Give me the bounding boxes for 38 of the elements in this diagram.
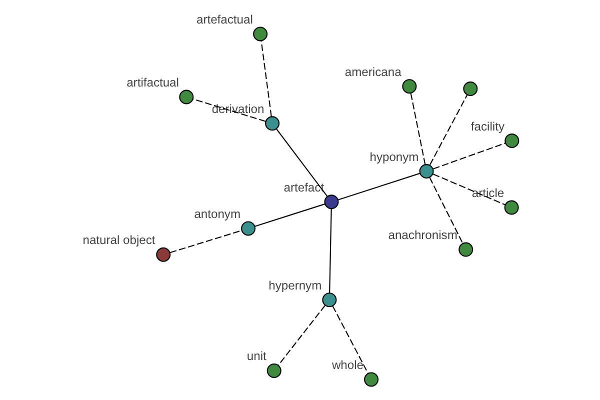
node-label: americana xyxy=(344,64,402,79)
node-circle xyxy=(463,82,478,96)
connector xyxy=(254,204,325,227)
node-circle xyxy=(156,247,171,262)
connector xyxy=(260,40,272,116)
node-label: facility xyxy=(470,119,504,134)
node-label: artifactual xyxy=(126,76,179,90)
node-circle xyxy=(322,292,337,308)
node-label: hypernym xyxy=(268,278,322,292)
node-circle xyxy=(458,242,474,257)
connector xyxy=(170,230,242,254)
node-label: artefactual xyxy=(196,12,253,26)
node-label: anachronism xyxy=(388,228,458,242)
connector xyxy=(278,305,326,366)
node-circle xyxy=(324,194,339,210)
connector xyxy=(433,142,506,170)
node-label: whole xyxy=(332,358,364,372)
node-circle xyxy=(253,26,268,42)
node-circle xyxy=(419,164,434,179)
connector xyxy=(429,177,464,244)
node-circle xyxy=(402,79,417,94)
node-circle xyxy=(504,200,519,215)
node-circle xyxy=(364,372,379,387)
node-circle xyxy=(241,221,256,236)
node-label: antonym xyxy=(194,206,241,221)
connector xyxy=(410,93,426,165)
node-circle xyxy=(265,116,280,131)
node-circle xyxy=(266,363,282,378)
connector xyxy=(338,172,420,200)
connector xyxy=(430,94,468,166)
connector xyxy=(276,128,328,197)
node-circle xyxy=(504,134,520,148)
node-label: hyponym xyxy=(370,150,419,164)
node-label: unit xyxy=(246,349,266,364)
node-circle xyxy=(179,90,194,104)
connector xyxy=(332,306,369,374)
connector xyxy=(329,208,332,293)
node-label: natural object xyxy=(82,233,156,248)
